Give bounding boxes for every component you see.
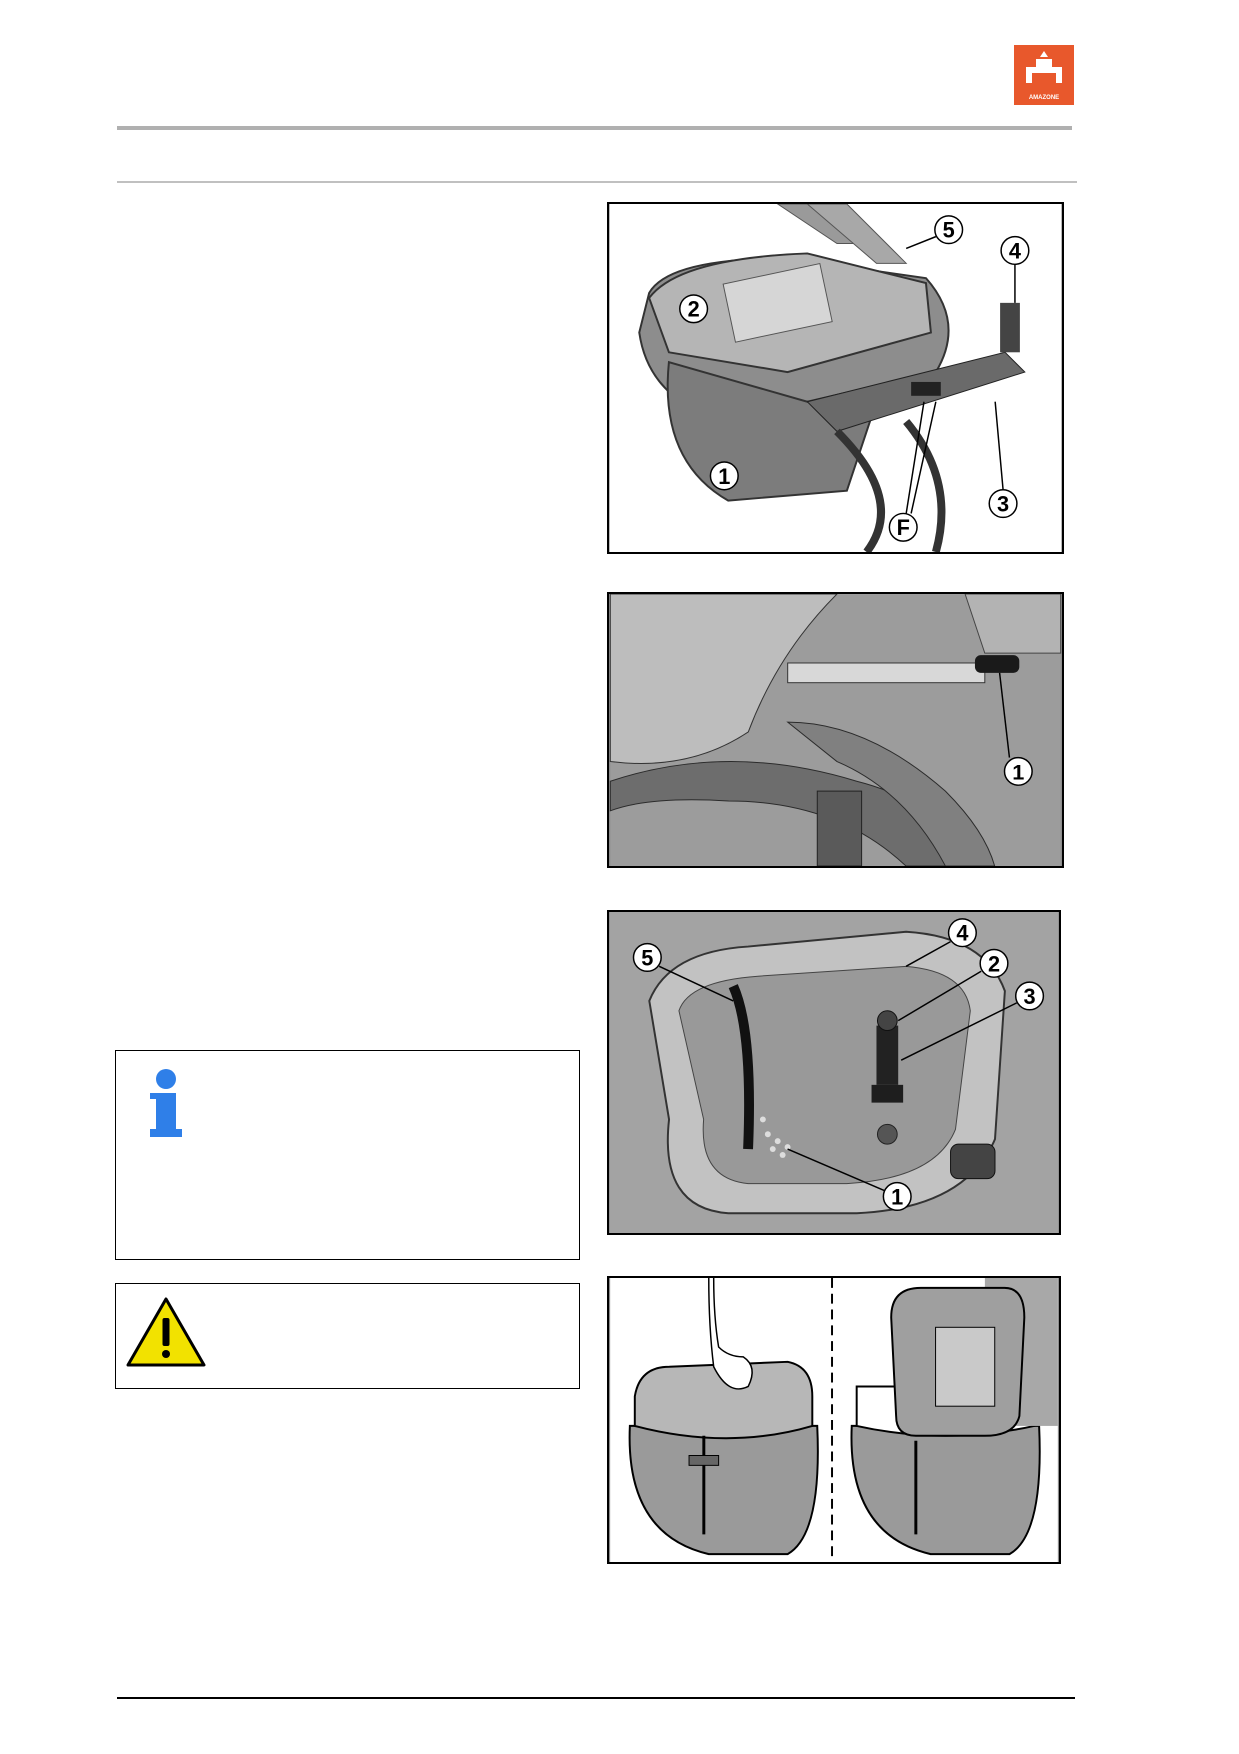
- callout-1-label: 1: [891, 1184, 903, 1209]
- callout-4-label: 4: [1009, 238, 1021, 263]
- callout-5-marker: [632, 942, 662, 973]
- callout-2-label: 2: [988, 951, 1000, 976]
- logo-text: AMAZONE: [1029, 95, 1059, 101]
- callout-f-marker: [888, 512, 918, 542]
- callout-1-marker: [882, 1181, 912, 1212]
- callout-5-label: 5: [943, 218, 955, 243]
- callout-1-marker: [709, 461, 739, 491]
- callout-4-label: 4: [956, 921, 968, 946]
- warning-triangle-icon: [125, 1296, 207, 1368]
- callout-2-marker: [979, 948, 1009, 978]
- callout-4-marker: [947, 918, 977, 948]
- callout-1-marker: [1003, 756, 1033, 786]
- amazone-logo: AMAZONE: [1014, 45, 1074, 105]
- callout-1-label: 1: [1012, 759, 1024, 784]
- figure-rinse-tank-interior: 4 2 3 5 1: [607, 910, 1061, 1235]
- header-rule-bottom: [117, 181, 1077, 183]
- info-icon: [148, 1069, 184, 1137]
- callout-5-marker: [934, 215, 964, 245]
- footer-rule: [117, 1697, 1075, 1699]
- header-rule-top: [117, 126, 1072, 130]
- info-note-box: [115, 1050, 580, 1260]
- callout-f-label: F: [897, 515, 910, 540]
- callout-3-label: 3: [997, 491, 1009, 516]
- figure-canister-rinse-illustration: [607, 1276, 1061, 1564]
- callout-3-label: 3: [1024, 984, 1036, 1009]
- callout-5-label: 5: [641, 945, 653, 970]
- callout-3-marker: [1014, 981, 1045, 1011]
- callout-2-label: 2: [688, 297, 700, 322]
- figure-tank-overview: 5 4 2 1 3 F: [607, 202, 1064, 554]
- figure-drain-valve: 1: [607, 592, 1064, 868]
- warning-note-box: [115, 1283, 580, 1389]
- callout-2-marker: [679, 294, 709, 324]
- callout-1-label: 1: [718, 464, 730, 489]
